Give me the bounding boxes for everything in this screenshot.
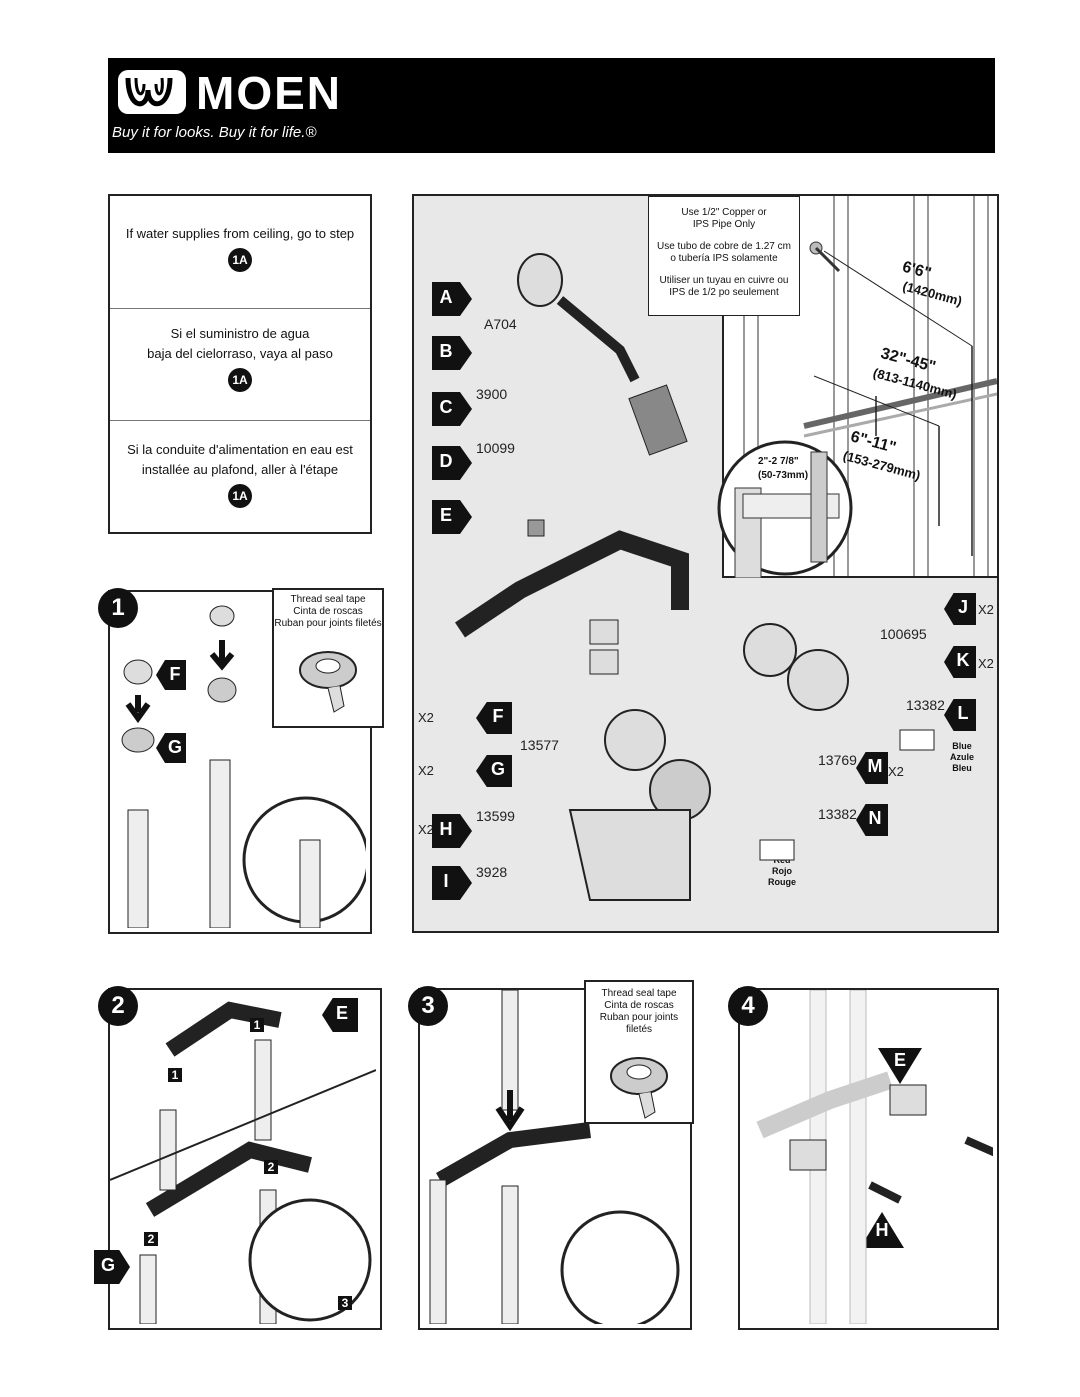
brand-name: MOEN xyxy=(196,67,342,119)
qty-j: X2 xyxy=(978,602,994,617)
blue-label: Blue Azule Bleu xyxy=(950,741,975,773)
part-number-13769: 13769 xyxy=(818,752,857,768)
parts-drawing-icon xyxy=(455,253,935,901)
qty-g: X2 xyxy=(418,763,434,778)
step-1-number: 1 xyxy=(98,588,138,628)
qty-h: X2 xyxy=(418,822,434,837)
step-4-panel xyxy=(738,988,999,1330)
step-1a-badge: 1A xyxy=(228,484,252,508)
sub-step-2: 2 xyxy=(144,1232,158,1246)
step-2-drawing-icon xyxy=(110,1001,376,1324)
step-4-number: 4 xyxy=(728,986,768,1026)
part-number-100695: 100695 xyxy=(880,626,927,642)
step-1a-badge: 1A xyxy=(228,368,252,392)
sub-step-1: 1 xyxy=(250,1018,264,1032)
note-english: If water supplies from ceiling, go to st… xyxy=(110,224,370,272)
thread-seal-tape-note: Thread seal tape Cinta de roscas Ruban p… xyxy=(584,980,694,1124)
step-3-number: 3 xyxy=(408,986,448,1026)
step-1a-badge: 1A xyxy=(228,248,252,272)
brand-tagline: Buy it for looks. Buy it for life.® xyxy=(112,124,317,141)
dim-stub-in: 2"-2 7/8" xyxy=(758,456,799,467)
sub-step-1: 1 xyxy=(168,1068,182,1082)
qty-f: X2 xyxy=(418,710,434,725)
sub-step-3: 3 xyxy=(338,1296,352,1310)
part-number-13577: 13577 xyxy=(520,737,559,753)
tape-roll-icon xyxy=(299,651,357,713)
ceiling-supply-note: If water supplies from ceiling, go to st… xyxy=(108,194,372,534)
note-spanish: Si el suministro de agua baja del cielor… xyxy=(110,324,370,392)
note-french: Si la conduite d'alimentation en eau est… xyxy=(110,440,370,508)
part-number-3928: 3928 xyxy=(476,864,508,880)
step-4-drawing-icon xyxy=(756,990,993,1324)
brand-header xyxy=(108,58,995,153)
part-number-13599: 13599 xyxy=(476,808,515,824)
part-number-13382-n: 13382 xyxy=(818,806,857,822)
part-number-10099: 10099 xyxy=(476,440,515,456)
part-number-3900: 3900 xyxy=(476,386,508,402)
moen-logo-icon xyxy=(118,70,186,114)
qty-m: X2 xyxy=(888,764,904,779)
part-number-13382-l: 13382 xyxy=(906,697,945,713)
supply-pipe-note: Use 1/2" Copper or IPS Pipe Only Use tub… xyxy=(648,196,800,316)
part-number-a704: A704 xyxy=(484,316,517,332)
divider xyxy=(110,308,370,309)
tape-roll-icon xyxy=(610,1057,668,1119)
qty-k: X2 xyxy=(978,656,994,671)
divider xyxy=(110,420,370,421)
step-2-number: 2 xyxy=(98,986,138,1026)
step-3-drawing-icon xyxy=(429,990,680,1324)
sub-step-2: 2 xyxy=(264,1160,278,1174)
step-1-drawing-icon xyxy=(121,605,366,928)
dim-stub-mm: (50-73mm) xyxy=(758,470,809,481)
pipe-magnifier-icon xyxy=(717,440,853,578)
thread-seal-tape-note: Thread seal tape Cinta de roscas Ruban p… xyxy=(272,588,384,728)
